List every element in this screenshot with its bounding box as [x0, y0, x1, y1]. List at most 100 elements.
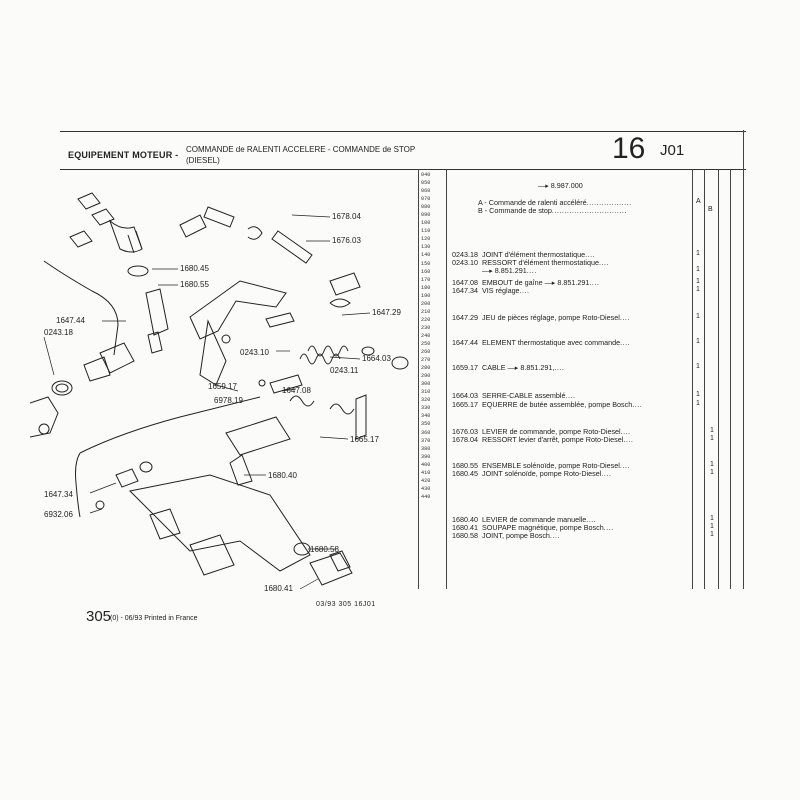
- part-callout: 1678.04: [332, 212, 361, 221]
- row-number: 200: [421, 300, 431, 307]
- part-reference: 1664.03: [452, 391, 478, 400]
- part-row: —▸ 8.851.291....: [452, 266, 537, 275]
- part-description: SOUPAPE magnétique, pompe Bosch: [482, 523, 604, 532]
- row-number: 130: [421, 244, 431, 251]
- page-number: 16: [612, 132, 646, 165]
- row-number: 070: [421, 196, 431, 203]
- intro-ref-value: 8.987.000: [550, 181, 583, 190]
- part-callout: 1647.34: [44, 490, 73, 499]
- part-description: EMBOUT de gaîne: [482, 278, 543, 287]
- part-reference: 1680.58: [452, 531, 478, 540]
- intro-ref-line: —▸ 8.987.000: [538, 181, 583, 190]
- row-number: 150: [421, 260, 431, 267]
- row-number: 260: [421, 349, 431, 356]
- row-number: 420: [421, 477, 431, 484]
- leader-dots: ....: [549, 531, 560, 540]
- part-description: EQUERRE de butée assemblée, pompe Bosch: [482, 400, 633, 409]
- part-description: ENSEMBLE solénoïde, pompe Roto-Diesel: [482, 461, 620, 470]
- part-reference: 1680.40: [452, 515, 478, 524]
- part-description: 8.851.291: [494, 266, 527, 275]
- intro-line-a: A - Commande de ralenti accéléré........…: [478, 198, 632, 207]
- leader-dots: ....: [619, 461, 630, 470]
- quantity-b: 1: [710, 523, 714, 530]
- quantity-a: 1: [696, 313, 700, 320]
- part-reference-number: 8.851.291,: [520, 363, 555, 372]
- quantity-b: 1: [710, 435, 714, 442]
- row-number: 210: [421, 308, 431, 315]
- row-number: 300: [421, 381, 431, 388]
- quantity-a: 1: [696, 278, 700, 285]
- leader-dots: ....: [586, 515, 597, 524]
- part-callout: 1680.45: [180, 264, 209, 273]
- part-description: JOINT, pompe Bosch: [482, 531, 550, 540]
- leader-dots: ....: [526, 266, 537, 275]
- quantity-a: 1: [696, 286, 700, 293]
- part-callout: 1680.40: [268, 471, 297, 480]
- part-callout: 6978.19: [214, 396, 243, 405]
- part-callout: 1680.41: [264, 584, 293, 593]
- row-number: 320: [421, 397, 431, 404]
- row-number: 380: [421, 445, 431, 452]
- rownum-right-rule: [446, 169, 447, 589]
- part-reference: 1647.44: [452, 338, 478, 347]
- part-description: JEU de pièces réglage, pompe Roto-Diesel: [482, 313, 620, 322]
- qty-col-rule-1: [692, 169, 693, 589]
- row-number: 340: [421, 413, 431, 420]
- footer-print-info: (0) - 06/93 Printed in France: [110, 615, 198, 622]
- footer-model: 305: [86, 608, 112, 625]
- leader-dots: ....: [565, 391, 576, 400]
- leader-dots: ....: [623, 435, 634, 444]
- row-number: 270: [421, 357, 431, 364]
- leader-dots: ....: [589, 278, 600, 287]
- quantity-b: 1: [710, 531, 714, 538]
- part-description: LEVIER de commande, pompe Roto-Diesel: [482, 427, 621, 436]
- row-number: 120: [421, 236, 431, 243]
- intro-line-a-text: A - Commande de ralenti accéléré: [478, 198, 587, 207]
- row-number: 060: [421, 188, 431, 195]
- arrow-icon: —▸: [542, 278, 558, 287]
- row-number: 080: [421, 204, 431, 211]
- part-description: ELEMENT thermostatique avec commande: [482, 338, 621, 347]
- header-top-rule: [60, 131, 746, 132]
- page-subtitle: COMMANDE de RALENTI ACCELERE - COMMANDE …: [186, 144, 426, 166]
- row-number: 240: [421, 332, 431, 339]
- quantity-b: 1: [710, 515, 714, 522]
- part-row: 1680.58 JOINT, pompe Bosch....: [452, 531, 560, 540]
- part-callout: 1676.03: [332, 236, 361, 245]
- qty-col-rule-3: [718, 169, 719, 589]
- row-number: 350: [421, 421, 431, 428]
- leader-dots: ....: [598, 258, 609, 267]
- subtitle-line-2: (DIESEL): [186, 156, 220, 165]
- row-number: 090: [421, 212, 431, 219]
- row-number: 360: [421, 429, 431, 436]
- part-description: LEVIER de commande manuelle: [482, 515, 587, 524]
- row-number: 100: [421, 220, 431, 227]
- quantity-a: 1: [696, 391, 700, 398]
- header-bottom-rule: [60, 169, 746, 170]
- qty-col-rule-2: [704, 169, 705, 589]
- row-number: 040: [421, 172, 431, 178]
- part-callout: 1680.55: [180, 280, 209, 289]
- subtitle-line-1: COMMANDE de RALENTI ACCELERE - COMMANDE …: [186, 145, 416, 154]
- part-callout: 0243.10: [240, 348, 269, 357]
- row-number: 050: [421, 180, 431, 187]
- section-title: EQUIPEMENT MOTEUR -: [68, 150, 179, 160]
- column-b-header: B: [708, 206, 713, 213]
- row-number: 230: [421, 324, 431, 331]
- part-reference-number: 8.851.291: [557, 278, 590, 287]
- part-description: JOINT solénoïde, pompe Roto-Diesel: [482, 469, 602, 478]
- leader-dots: ....: [619, 313, 630, 322]
- part-reference: 1678.04: [452, 435, 478, 444]
- part-description: RESSORT d'élément thermostatique: [482, 258, 599, 267]
- page-code: J01: [660, 142, 685, 159]
- row-number: 160: [421, 268, 431, 275]
